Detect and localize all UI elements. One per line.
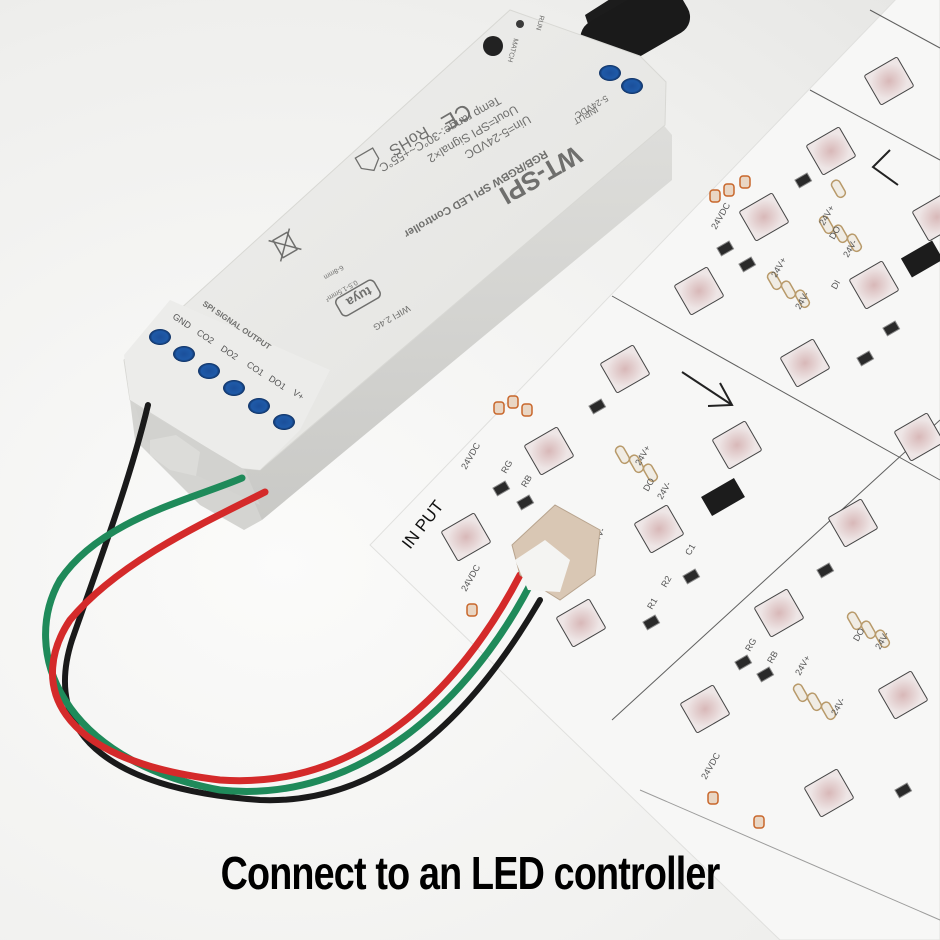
svg-text:DI: DI (829, 278, 842, 291)
caption: Connect to an LED controller (220, 847, 721, 899)
svg-text:R1: R1 (645, 596, 659, 611)
green-wire (42, 474, 534, 795)
direction-arrow-down-right (681, 371, 734, 407)
led-panel: IN PUT 24VDC 24VDC 24VDC 24VDC 24V+ 24V-… (369, 0, 940, 940)
signal-wires (42, 402, 543, 804)
smd-components (492, 172, 913, 799)
svg-text:R2: R2 (659, 574, 673, 589)
run-led (516, 20, 524, 28)
match-button (483, 36, 503, 56)
red-wire (49, 488, 524, 785)
weee-bin-icon (268, 228, 302, 262)
svg-text:C1: C1 (683, 542, 697, 557)
direction-arrow-up-left (871, 149, 899, 186)
input-terminals (599, 65, 643, 94)
rgb-leds (441, 57, 940, 817)
controller-box (123, 9, 672, 530)
driver-chips (701, 240, 940, 517)
jst-connector (511, 504, 601, 601)
run-label: RUN (534, 14, 545, 30)
indoor-use-icon (354, 147, 380, 172)
solder-pads (614, 179, 891, 721)
output-terminals (149, 329, 295, 430)
